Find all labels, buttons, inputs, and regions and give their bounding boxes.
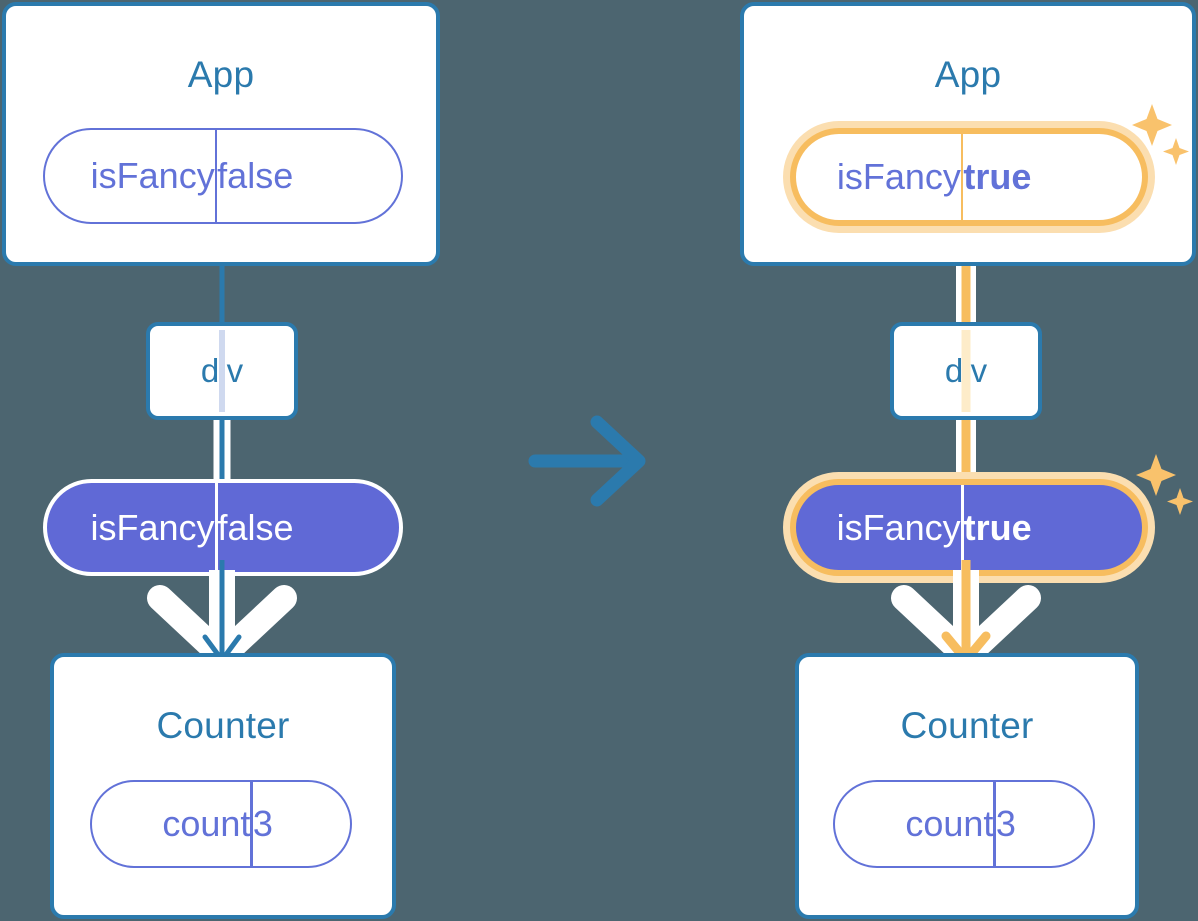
counter-state-pill-key-after: count xyxy=(905,803,994,844)
prop-pill-key-after: isFancy xyxy=(836,506,961,548)
counter-title-before: Counter xyxy=(156,705,290,746)
sparkle-large-bottom xyxy=(1136,454,1176,496)
sparkle-group-top xyxy=(1132,104,1189,165)
sparkle-small-bottom xyxy=(1167,488,1193,515)
counter-state-pill-value-after: 3 xyxy=(995,803,1016,844)
sparkle-large-top xyxy=(1132,104,1172,146)
prop-pill-key-before: isFancy xyxy=(90,506,215,548)
pill-divider xyxy=(214,483,218,572)
arrow-right-icon xyxy=(528,415,646,507)
app-state-pill-before[interactable]: isFancy false xyxy=(43,128,403,224)
pill-divider xyxy=(993,782,996,866)
sparkle-group-bottom xyxy=(1136,454,1193,515)
app-state-pill-value-before: false xyxy=(217,155,294,196)
prop-pill-value-after: true xyxy=(963,506,1032,548)
prop-pill-value-before: false xyxy=(217,506,294,548)
app-title-before: App xyxy=(187,54,255,95)
pill-divider xyxy=(214,130,218,222)
sparkle-small-top xyxy=(1163,138,1189,165)
pill-divider xyxy=(960,134,964,220)
app-state-pill-key-before: isFancy xyxy=(90,155,215,196)
counter-state-pill-key-before: count xyxy=(162,803,251,844)
counter-state-pill-value-before: 3 xyxy=(252,803,273,844)
app-state-pill-after[interactable]: isFancy true xyxy=(790,128,1148,226)
prop-pill-before[interactable]: isFancy false xyxy=(43,479,403,576)
counter-state-pill-before[interactable]: count 3 xyxy=(90,780,352,868)
pill-divider xyxy=(250,782,253,866)
counter-state-pill-after[interactable]: count 3 xyxy=(833,780,1095,868)
counter-title-after: Counter xyxy=(900,705,1034,746)
app-state-pill-key-after: isFancy xyxy=(836,156,961,197)
app-state-pill-value-after: true xyxy=(963,156,1032,197)
pill-divider xyxy=(960,485,964,570)
app-title-after: App xyxy=(934,54,1002,95)
